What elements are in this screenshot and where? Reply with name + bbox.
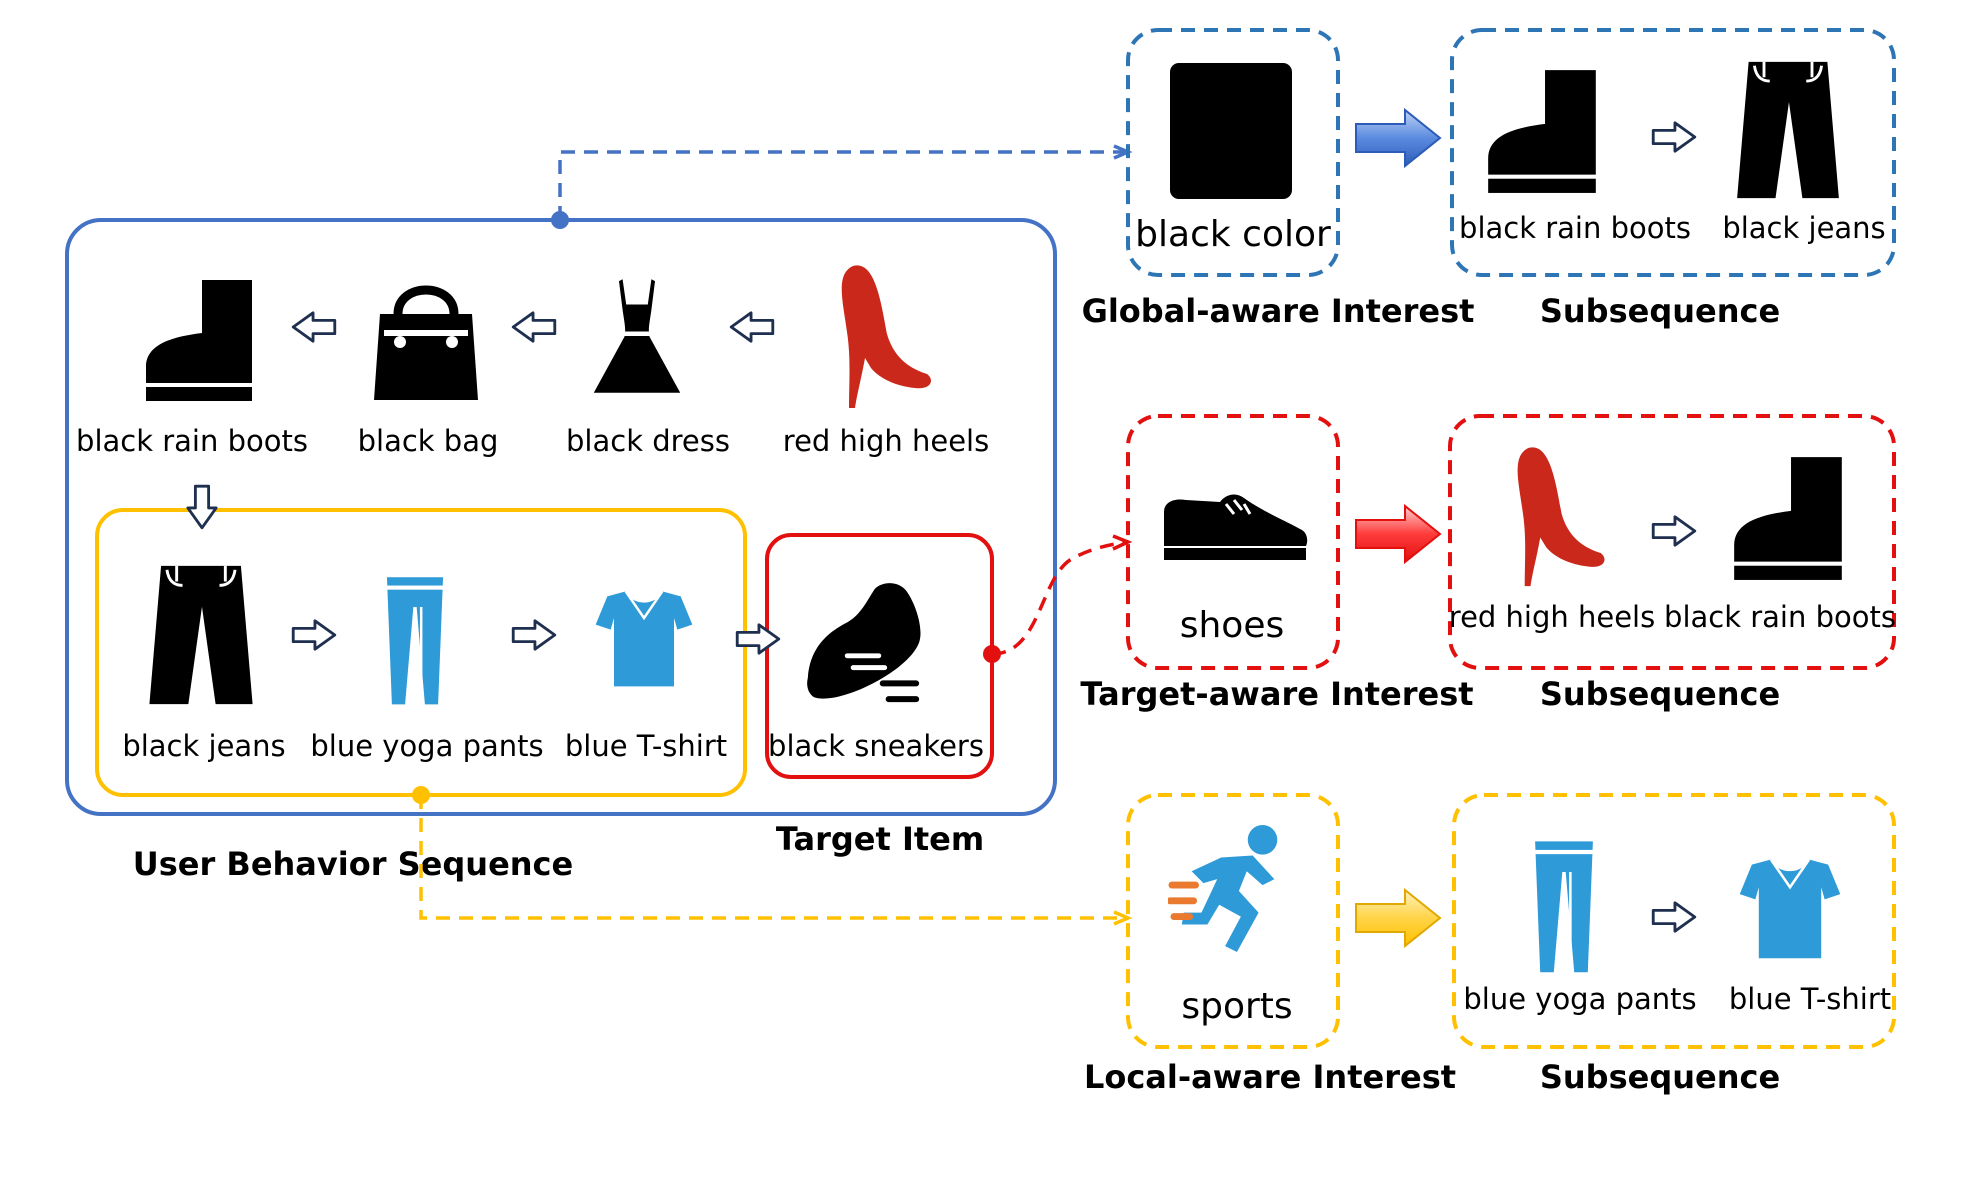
target-interest-title: Target-aware Interest [1080, 675, 1473, 713]
sequence-item-label: black jeans [122, 729, 285, 763]
global-interest-box [1126, 28, 1340, 277]
global-connector-dot [551, 211, 569, 229]
local-subsequence-title: Subsequence [1540, 1058, 1780, 1096]
rain-boot-icon [1734, 457, 1842, 580]
black-square-icon [1170, 63, 1292, 199]
target-item-title: Target Item [776, 820, 984, 858]
tshirt-icon [1738, 857, 1842, 960]
subsequence-item-label: red high heels [1449, 600, 1655, 634]
sequence-item-label: red high heels [783, 424, 989, 458]
arrow-right-icon [511, 619, 557, 651]
global-subsequence-title: Subsequence [1540, 292, 1780, 330]
target-connector-dot [983, 645, 1001, 663]
subsequence-item-label: blue yoga pants [1463, 982, 1696, 1016]
sequence-item-label: blue T-shirt [565, 729, 727, 763]
local-subsequence-box [1452, 793, 1896, 1049]
runner-icon [1170, 825, 1277, 952]
jeans-icon [147, 564, 255, 706]
global-subsequence-box [1450, 28, 1896, 277]
target-connector-head [1112, 534, 1133, 551]
subsequence-item-label: black rain boots [1664, 600, 1896, 634]
rain-boot-icon [1488, 70, 1596, 193]
target-big-arrow [1355, 503, 1442, 565]
arrow-right-icon [291, 619, 337, 651]
target-interest-box [1126, 414, 1340, 670]
sequence-item-label: black dress [566, 424, 730, 458]
arrow-right-icon [1651, 901, 1697, 933]
arrow-right-icon [1651, 121, 1697, 153]
high-heel-icon [841, 265, 931, 408]
sneaker-icon [807, 583, 920, 699]
target-connector [991, 540, 1126, 656]
arrow-down-icon [186, 484, 218, 530]
rain-boot-icon [146, 280, 252, 401]
arrow-left-icon [511, 311, 557, 343]
yoga-pants-icon [386, 577, 444, 705]
handbag-icon [374, 290, 478, 400]
local-interest-box [1126, 793, 1340, 1049]
arrow-left-icon [729, 311, 775, 343]
tshirt-icon [594, 589, 694, 688]
target-interest-label: shoes [1180, 605, 1285, 646]
local-connector-head [1113, 910, 1133, 926]
global-interest-title: Global-aware Interest [1082, 292, 1475, 330]
global-connector [558, 150, 1125, 220]
high-heel-icon [1517, 447, 1605, 587]
local-big-arrow [1355, 887, 1442, 949]
local-interest-title: Local-aware Interest [1084, 1058, 1456, 1096]
sequence-item-label: black rain boots [76, 424, 308, 458]
subsequence-item-label: black rain boots [1459, 211, 1691, 245]
local-connector-dot [412, 786, 430, 804]
jeans-icon [1735, 60, 1841, 200]
yoga-pants-icon [1535, 841, 1593, 973]
arrow-right-icon [1651, 515, 1697, 547]
target-item-label: black sneakers [768, 729, 984, 763]
local-interest-label: sports [1181, 986, 1292, 1027]
target-subsequence-box [1448, 414, 1896, 670]
target-subsequence-title: Subsequence [1540, 675, 1780, 713]
sequence-title: User Behavior Sequence [133, 845, 573, 883]
global-interest-label: black color [1135, 214, 1331, 255]
local-connector [419, 795, 1125, 920]
arrow-left-icon [291, 311, 337, 343]
subsequence-item-label: blue T-shirt [1729, 982, 1891, 1016]
dress-icon [593, 279, 681, 393]
sequence-item-label: black bag [358, 424, 499, 458]
sequence-item-label: blue yoga pants [310, 729, 543, 763]
shoe-icon [1162, 493, 1309, 562]
subsequence-item-label: black jeans [1722, 211, 1885, 245]
global-big-arrow [1355, 107, 1442, 169]
